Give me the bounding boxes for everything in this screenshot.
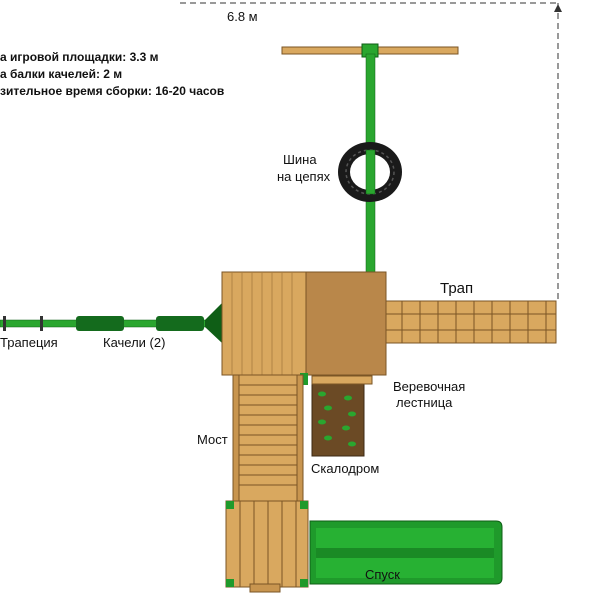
- rope-ladder-label-2: лестница: [396, 395, 453, 410]
- ramp: [385, 300, 557, 344]
- spec-line-2: а балки качелей: 2 м: [0, 67, 123, 81]
- bridge-label: Мост: [197, 432, 228, 447]
- trapeze-label: Трапеция: [0, 335, 58, 350]
- ramp-label: Трап: [440, 280, 474, 297]
- lower-tower: [225, 500, 309, 593]
- climbing-wall-label: Скалодром: [311, 461, 380, 476]
- climbing-wall: [311, 375, 373, 457]
- swings-label: Качели (2): [103, 335, 166, 350]
- tire-swing: [338, 142, 402, 202]
- main-deck: [221, 271, 387, 385]
- rope-ladder-label-1: Веревочная: [393, 379, 466, 394]
- spec-line-3: зительное время сборки: 16-20 часов: [0, 84, 225, 98]
- dimension-line: [180, 2, 562, 300]
- slide: [309, 520, 503, 585]
- slide-label: Спуск: [365, 567, 400, 582]
- spec-line-1: а игровой площадки: 3.3 м: [0, 50, 159, 64]
- bridge: [232, 374, 304, 502]
- dimension-label: 6.8 м: [227, 9, 258, 24]
- tire-swing-label-2: на цепях: [277, 169, 331, 184]
- tire-swing-label-1: Шина: [283, 152, 317, 167]
